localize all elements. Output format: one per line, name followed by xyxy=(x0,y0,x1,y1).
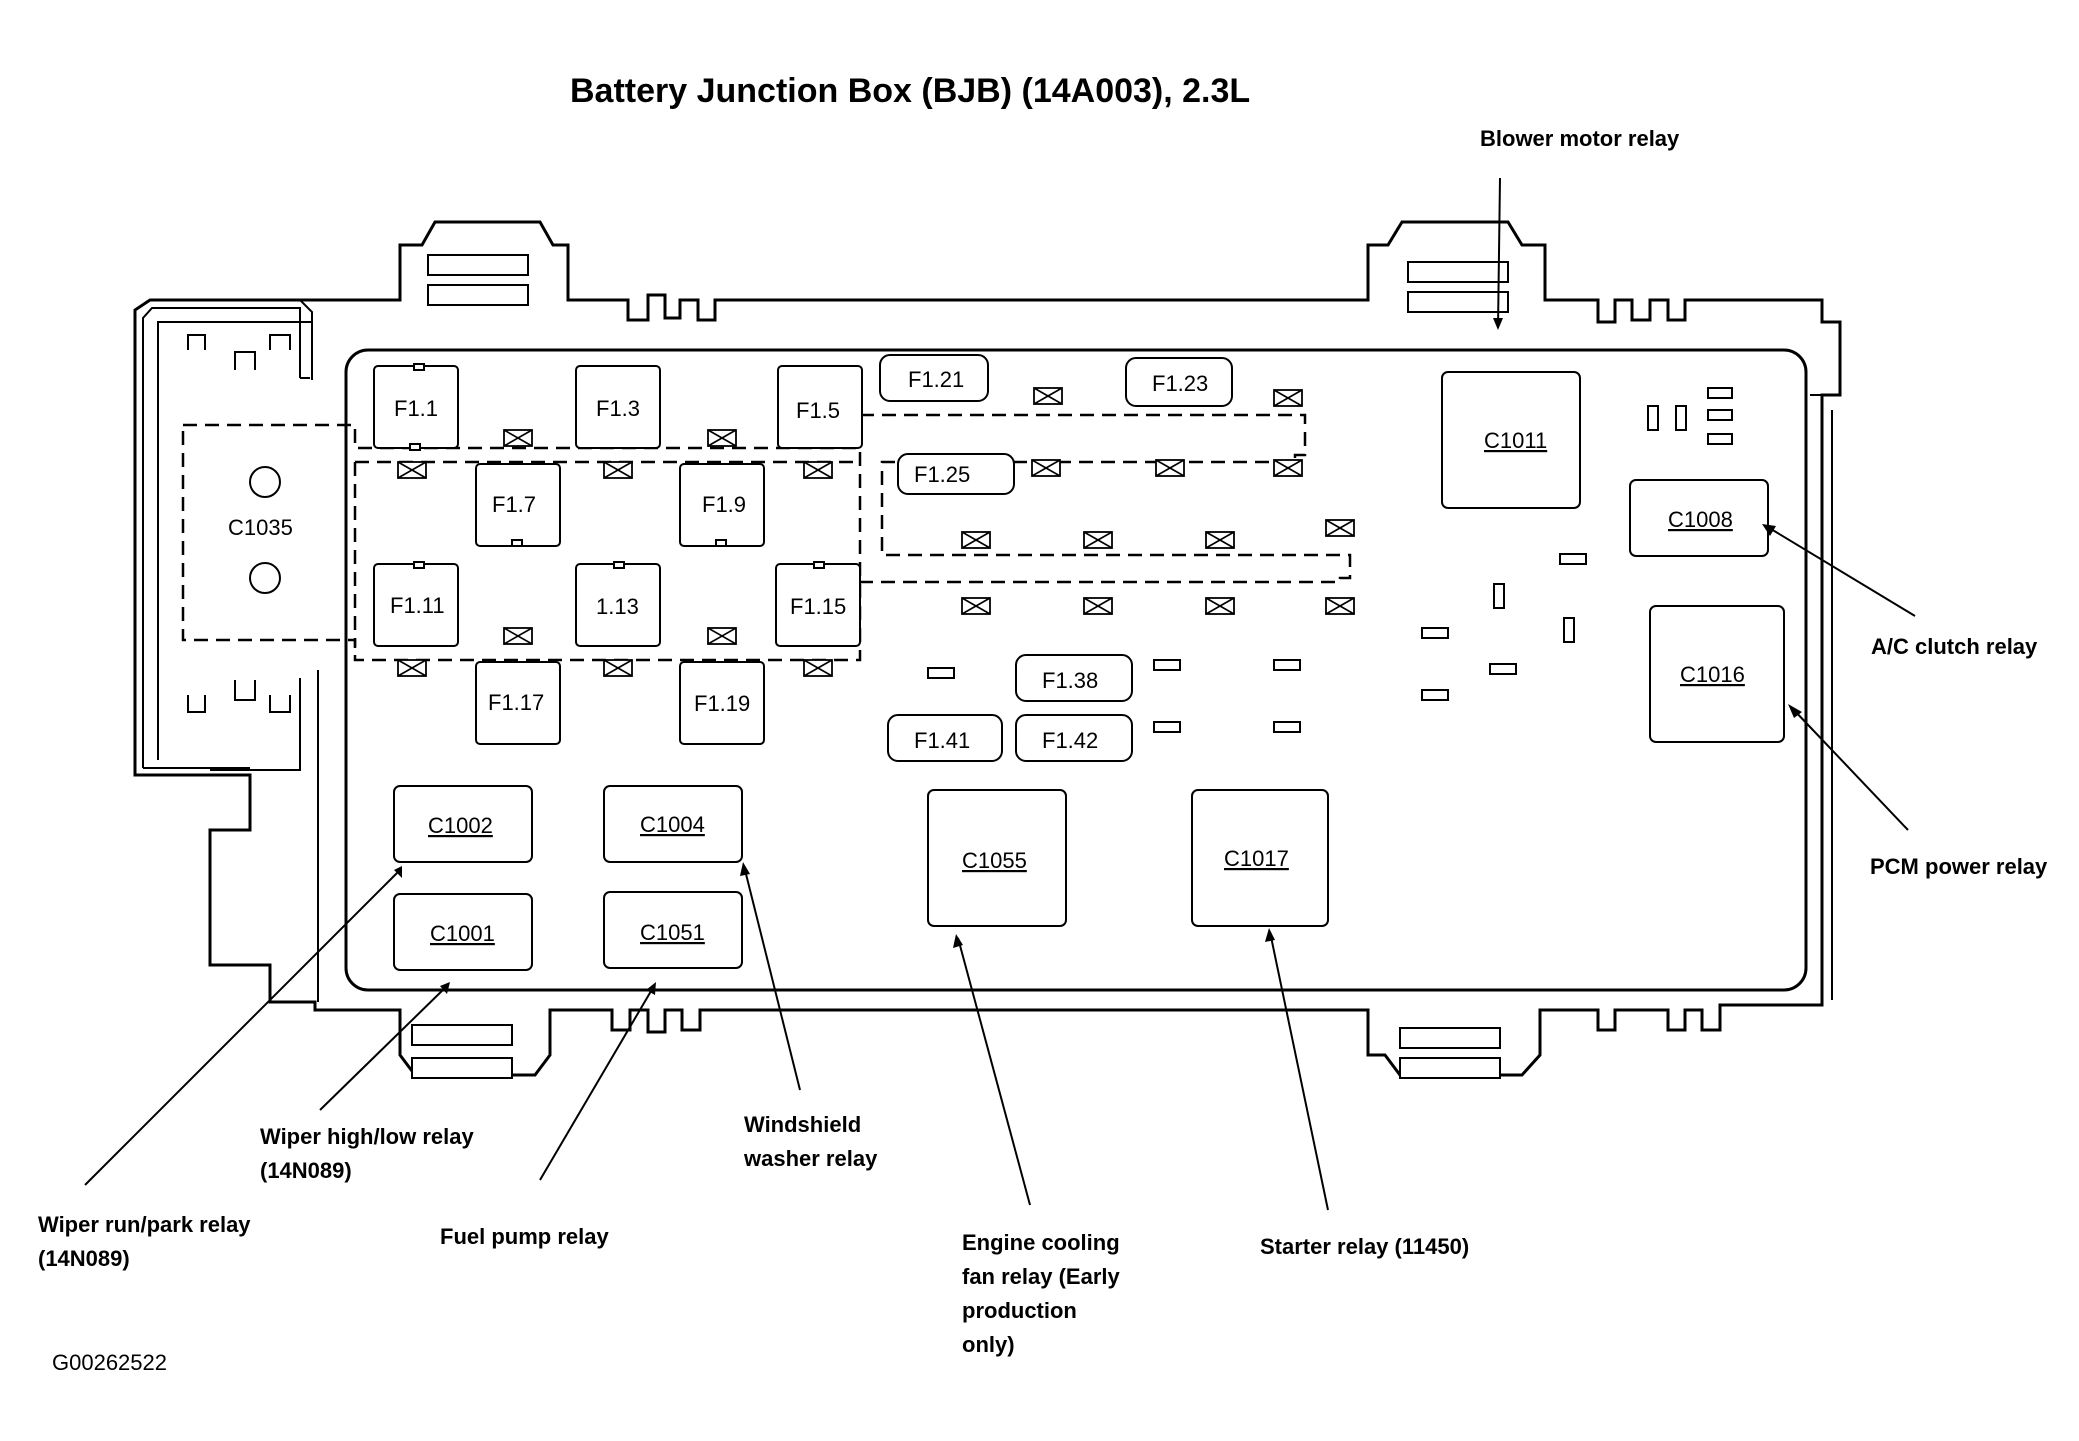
callout-blower-motor-relay: Blower motor relay xyxy=(1480,126,1680,151)
terminal-x-mark xyxy=(603,659,633,677)
connector-label: C1004 xyxy=(640,812,705,837)
terminal-x-mark xyxy=(1273,459,1303,477)
terminal-x-mark xyxy=(603,461,633,479)
dashed-fuse-regions xyxy=(181,413,1352,662)
callout-wiper-high-low-part: (14N089) xyxy=(260,1158,352,1183)
callout-ac-clutch-relay: A/C clutch relay xyxy=(1871,634,2038,659)
fuse-label: F1.17 xyxy=(488,690,544,715)
connector-label: C1035 xyxy=(228,515,293,540)
callout-engine-cooling-fan-relay: Engine cooling xyxy=(962,1230,1120,1255)
connector-label: C1055 xyxy=(962,848,1027,873)
terminal-x-mark xyxy=(1083,597,1113,615)
terminal-x-mark xyxy=(503,627,533,645)
fuse-label: F1.41 xyxy=(914,728,970,753)
connector-label: C1051 xyxy=(640,920,705,945)
terminal-x-mark xyxy=(1325,519,1355,537)
terminal-x-mark xyxy=(707,429,737,447)
callout-wiper-run-park-part: (14N089) xyxy=(38,1246,130,1271)
relay-connectors: C1011 C1008 C1016 C1002 C1004 C1001 C105… xyxy=(393,371,1785,971)
leader-lines xyxy=(84,177,1916,1211)
fuse-label: F1.21 xyxy=(908,367,964,392)
terminal-x-mark xyxy=(803,461,833,479)
connector-c1035: C1035 xyxy=(228,466,293,594)
terminal-marks xyxy=(397,387,1355,677)
fuse-label: F1.3 xyxy=(596,396,640,421)
callout-windshield-washer-relay: Windshield xyxy=(744,1112,861,1137)
callout-pcm-power-relay: PCM power relay xyxy=(1870,854,2048,879)
callout-wiper-high-low-relay: Wiper high/low relay xyxy=(260,1124,474,1149)
fuse-label: F1.38 xyxy=(1042,668,1098,693)
fuse-label: F1.25 xyxy=(914,462,970,487)
fuse-label: F1.15 xyxy=(790,594,846,619)
connector-label: C1008 xyxy=(1668,507,1733,532)
fuse-label: F1.1 xyxy=(394,396,438,421)
terminal-x-mark xyxy=(961,531,991,549)
terminal-x-mark xyxy=(1205,531,1235,549)
callout-starter-relay: Starter relay (11450) xyxy=(1260,1234,1469,1259)
fuse-label: F1.23 xyxy=(1152,371,1208,396)
callout-labels: Blower motor relay A/C clutch relay PCM … xyxy=(38,126,2048,1357)
fuse-label: F1.19 xyxy=(694,691,750,716)
terminal-x-mark xyxy=(1155,459,1185,477)
fuse-label: F1.9 xyxy=(702,492,746,517)
terminal-x-mark xyxy=(397,659,427,677)
callout-wiper-run-park-relay: Wiper run/park relay xyxy=(38,1212,251,1237)
callout-windshield-washer-relay-2: washer relay xyxy=(743,1146,878,1171)
small-terminals xyxy=(409,363,1733,733)
terminal-x-mark xyxy=(1033,387,1063,405)
terminal-x-mark xyxy=(397,461,427,479)
fuse-label: F1.11 xyxy=(390,593,445,618)
callout-fuel-pump-relay: Fuel pump relay xyxy=(440,1224,609,1249)
figure-reference-id: G00262522 xyxy=(52,1350,167,1375)
terminal-x-mark xyxy=(707,627,737,645)
fuse-label: F1.5 xyxy=(796,398,840,423)
callout-engine-cooling-fan-relay-4: only) xyxy=(962,1332,1015,1357)
fuse-label: F1.42 xyxy=(1042,728,1098,753)
callout-engine-cooling-fan-relay-2: fan relay (Early xyxy=(962,1264,1121,1289)
connector-label: C1016 xyxy=(1680,662,1745,687)
fuse-label: F1.7 xyxy=(492,492,536,517)
terminal-x-mark xyxy=(1031,459,1061,477)
terminal-x-mark xyxy=(1325,597,1355,615)
connector-label: C1001 xyxy=(430,921,495,946)
terminal-x-mark xyxy=(503,429,533,447)
housing-outline xyxy=(133,220,1842,1079)
terminal-x-mark xyxy=(1083,531,1113,549)
terminal-x-mark xyxy=(803,659,833,677)
fuse-blocks: F1.1 F1.3 F1.5 F1.7 F1.9 F1.11 1.13 F1.1… xyxy=(373,354,1233,762)
fuse-label: 1.13 xyxy=(596,594,639,619)
connector-label: C1017 xyxy=(1224,846,1289,871)
terminal-x-mark xyxy=(961,597,991,615)
diagram-title: Battery Junction Box (BJB) (14A003), 2.3… xyxy=(570,72,1250,110)
terminal-x-mark xyxy=(1205,597,1235,615)
callout-engine-cooling-fan-relay-3: production xyxy=(962,1298,1077,1323)
connector-label: C1011 xyxy=(1484,428,1547,453)
terminal-x-mark xyxy=(1273,389,1303,407)
connector-label: C1002 xyxy=(428,813,493,838)
